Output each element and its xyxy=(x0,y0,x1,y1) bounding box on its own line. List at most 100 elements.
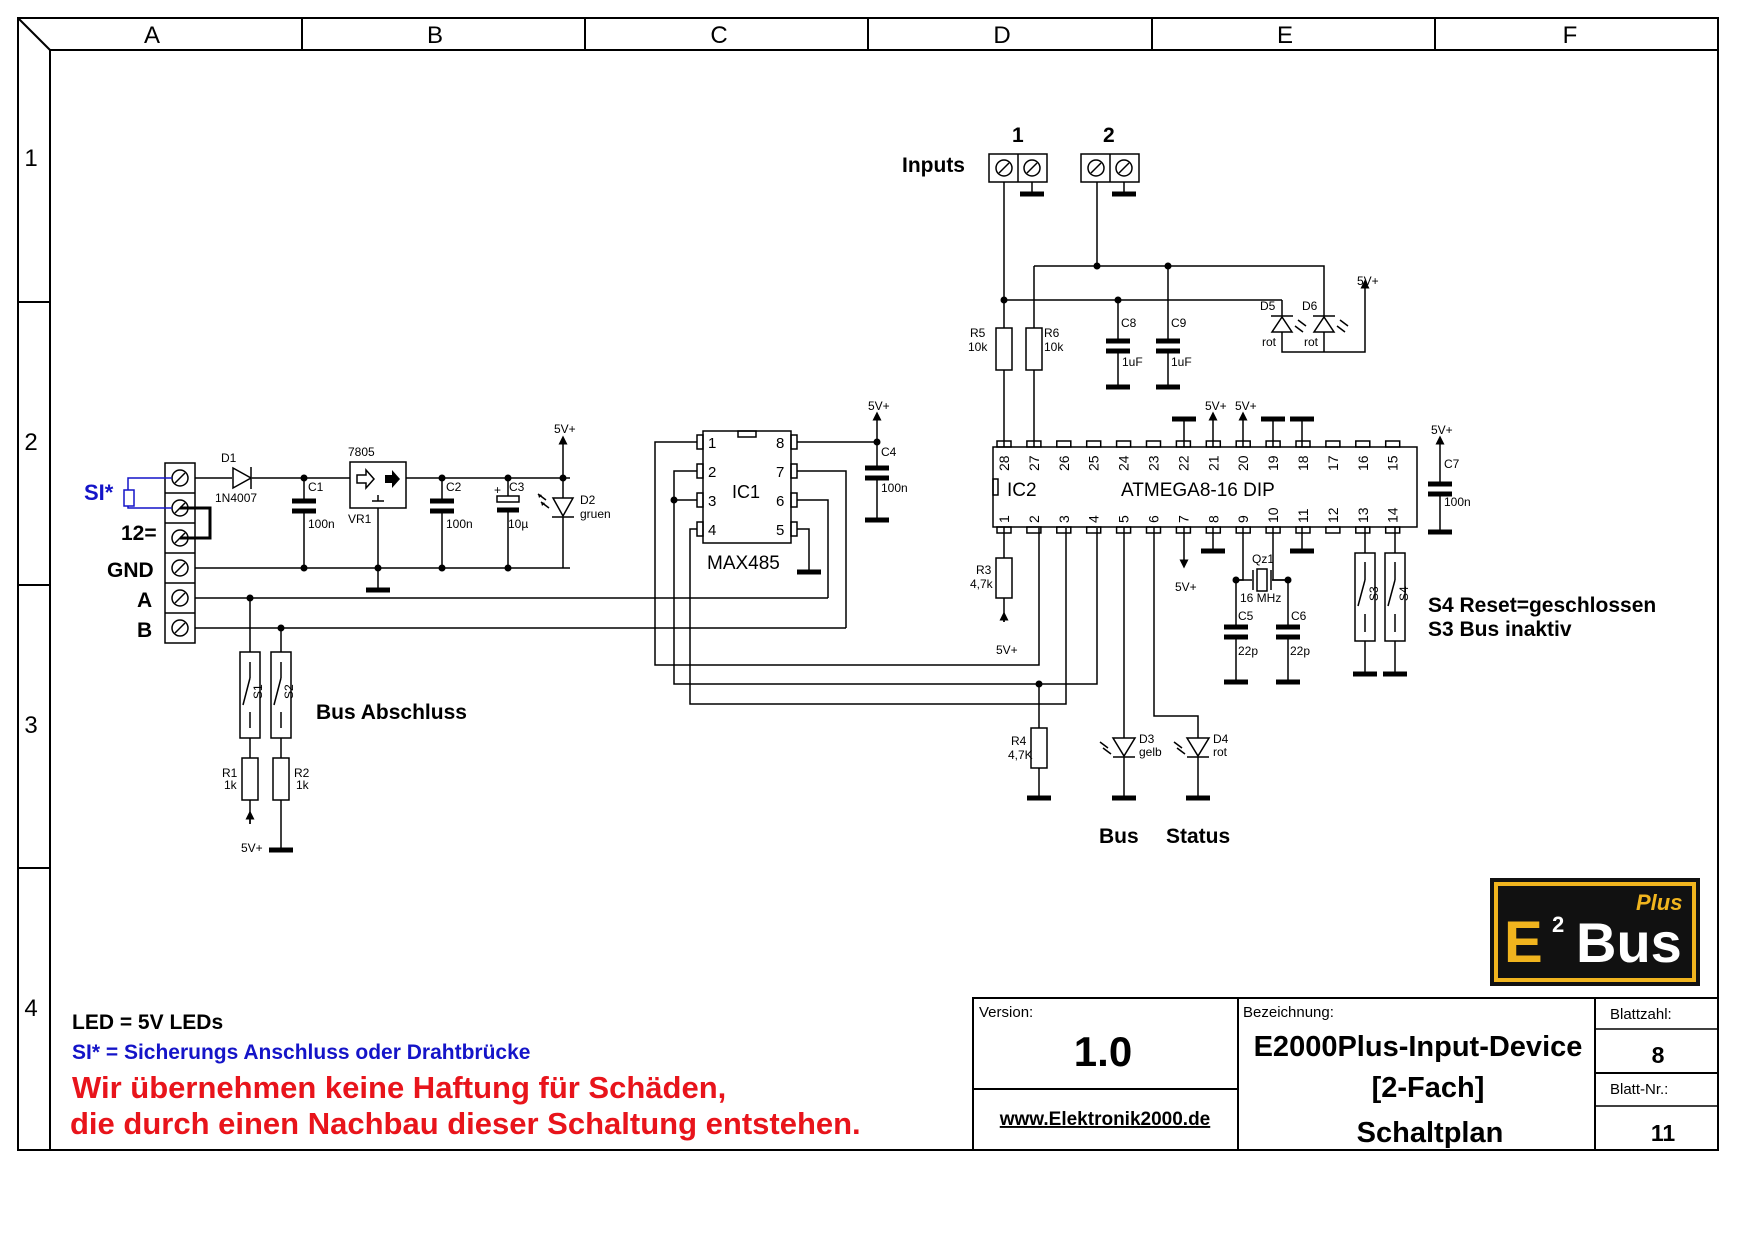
ic2-pin-number: 1 xyxy=(996,515,1012,523)
ic2-pin-number: 12 xyxy=(1325,507,1341,523)
c8-value: 1uF xyxy=(1122,355,1143,369)
ic2-pin-number: 13 xyxy=(1355,507,1371,523)
r4-ref: R4 xyxy=(1011,734,1027,748)
ic1-pin: 5 xyxy=(776,522,784,539)
fuse-link xyxy=(123,477,172,509)
col-label: A xyxy=(144,22,160,49)
ic2-pin-number: 9 xyxy=(1235,515,1251,523)
ic2-pin-number: 2 xyxy=(1026,515,1042,523)
blattzahl-label: Blattzahl: xyxy=(1610,1006,1672,1023)
e2bus-plus-logo: Plus E 2 Bus xyxy=(1490,878,1700,986)
s1-ref: S1 xyxy=(251,684,265,699)
c5-ref: C5 xyxy=(1238,609,1254,623)
input-terminal-1 xyxy=(988,153,1048,197)
website-text: www.Elektronik2000.de xyxy=(999,1109,1211,1130)
si-note: SI* = Sicherungs Anschluss oder Drahtbrü… xyxy=(72,1041,530,1064)
r2-value: 1k xyxy=(296,778,310,792)
r2-ref: R2 xyxy=(294,766,310,780)
ic2-pin-number: 14 xyxy=(1385,507,1401,523)
col-label: C xyxy=(710,22,727,49)
capacitor-c3 xyxy=(496,474,520,572)
c5-value: 22p xyxy=(1238,644,1258,658)
ic1-pin: 3 xyxy=(708,493,716,510)
c3-value: 10µ xyxy=(508,517,528,531)
supply-label: 5V+ xyxy=(1357,274,1379,288)
title-block xyxy=(972,997,1719,1151)
ic2-pin-stub xyxy=(1145,440,1162,448)
drawing-title-1: E2000Plus-Input-Device xyxy=(1254,1031,1583,1063)
d5-value: rot xyxy=(1262,335,1277,349)
c4-ref: C4 xyxy=(881,445,897,459)
ic2-pin-number: 17 xyxy=(1325,455,1341,471)
c7-value: 100n xyxy=(1444,495,1471,509)
ic2-pin-number: 28 xyxy=(996,455,1012,471)
logo-e: E xyxy=(1504,910,1543,975)
ic2-pin-number: 23 xyxy=(1146,455,1162,471)
supply-label: 5V+ xyxy=(1235,399,1257,413)
qz1-value: 16 MHz xyxy=(1240,591,1281,605)
d3-ref: D3 xyxy=(1139,732,1155,746)
bus-termination-label: Bus Abschluss xyxy=(316,701,467,724)
terminal-screw-icon xyxy=(995,159,1041,177)
inputs-label: Inputs xyxy=(902,154,965,177)
switch-s1-s2 xyxy=(239,651,292,758)
c2-ref: C2 xyxy=(446,480,462,494)
supply-label: 5V+ xyxy=(1175,580,1197,594)
ic2-wiring xyxy=(1000,186,1366,447)
ic1-pin: 8 xyxy=(776,435,784,452)
bridge-wire xyxy=(180,506,212,540)
qz1-ref: Qz1 xyxy=(1252,552,1274,566)
ic1-wiring xyxy=(654,422,1098,705)
resistor-r1-r2 xyxy=(241,757,293,853)
row-label: 1 xyxy=(24,145,37,172)
r5-value: 10k xyxy=(968,340,988,354)
ic2-pin-stub xyxy=(1295,440,1311,448)
ic2-pin-stub xyxy=(1325,526,1341,534)
ic2-pin-number: 7 xyxy=(1175,515,1191,523)
ic1-pin: 2 xyxy=(708,464,716,481)
d1-value: 1N4007 xyxy=(215,491,257,505)
led-note: LED = 5V LEDs xyxy=(72,1011,223,1034)
resistor-r5-r6 xyxy=(995,327,1043,371)
c4-value: 100n xyxy=(881,481,908,495)
ic2-pin-stub xyxy=(1384,440,1401,448)
ic2-pin-stub xyxy=(1056,526,1072,534)
power-input-label: 12= xyxy=(121,522,157,545)
s4-ref: S4 xyxy=(1397,586,1411,601)
switch-s3-s4 xyxy=(1353,552,1407,677)
input-terminal-2 xyxy=(1080,153,1140,197)
s2-ref: S2 xyxy=(282,684,296,699)
row-label: 4 xyxy=(24,995,37,1022)
r5-ref: R5 xyxy=(970,326,986,340)
blattnr-value: 11 xyxy=(1651,1120,1676,1146)
d2-value: gruen xyxy=(580,507,611,521)
col-label: D xyxy=(993,22,1010,49)
supply-label: 5V+ xyxy=(1205,399,1227,413)
r1-ref: R1 xyxy=(222,766,238,780)
r1-value: 1k xyxy=(224,778,238,792)
c1-ref: C1 xyxy=(308,480,324,494)
r6-ref: R6 xyxy=(1044,326,1060,340)
led-d2 xyxy=(537,446,575,568)
gnd-label: GND xyxy=(107,559,154,582)
ic2-pin-stub xyxy=(1056,440,1072,448)
ic1-pin: 6 xyxy=(776,493,784,510)
bus-a-label: A xyxy=(137,589,152,612)
ic2-pin-number: 25 xyxy=(1086,455,1102,471)
blattzahl-value: 8 xyxy=(1652,1042,1665,1068)
led-d4 xyxy=(1173,737,1211,801)
c9-value: 1uF xyxy=(1171,355,1192,369)
supply-label: 5V+ xyxy=(996,643,1018,657)
d5-ref: D5 xyxy=(1260,299,1276,313)
c8-ref: C8 xyxy=(1121,316,1137,330)
r3-ref: R3 xyxy=(976,563,992,577)
ic2-pin-stub xyxy=(1026,526,1042,534)
warning-line-1: Wir übernehmen keine Haftung für Schäden… xyxy=(72,1070,726,1105)
d4-ref: D4 xyxy=(1213,732,1229,746)
ic2-pin-number: 8 xyxy=(1205,515,1221,523)
ic2-pin-number: 4 xyxy=(1086,515,1102,523)
capacitor-c5-c6 xyxy=(1224,624,1300,685)
blattnr-label: Blatt-Nr.: xyxy=(1610,1081,1668,1098)
drawing-title-2: [2-Fach] xyxy=(1372,1072,1485,1104)
